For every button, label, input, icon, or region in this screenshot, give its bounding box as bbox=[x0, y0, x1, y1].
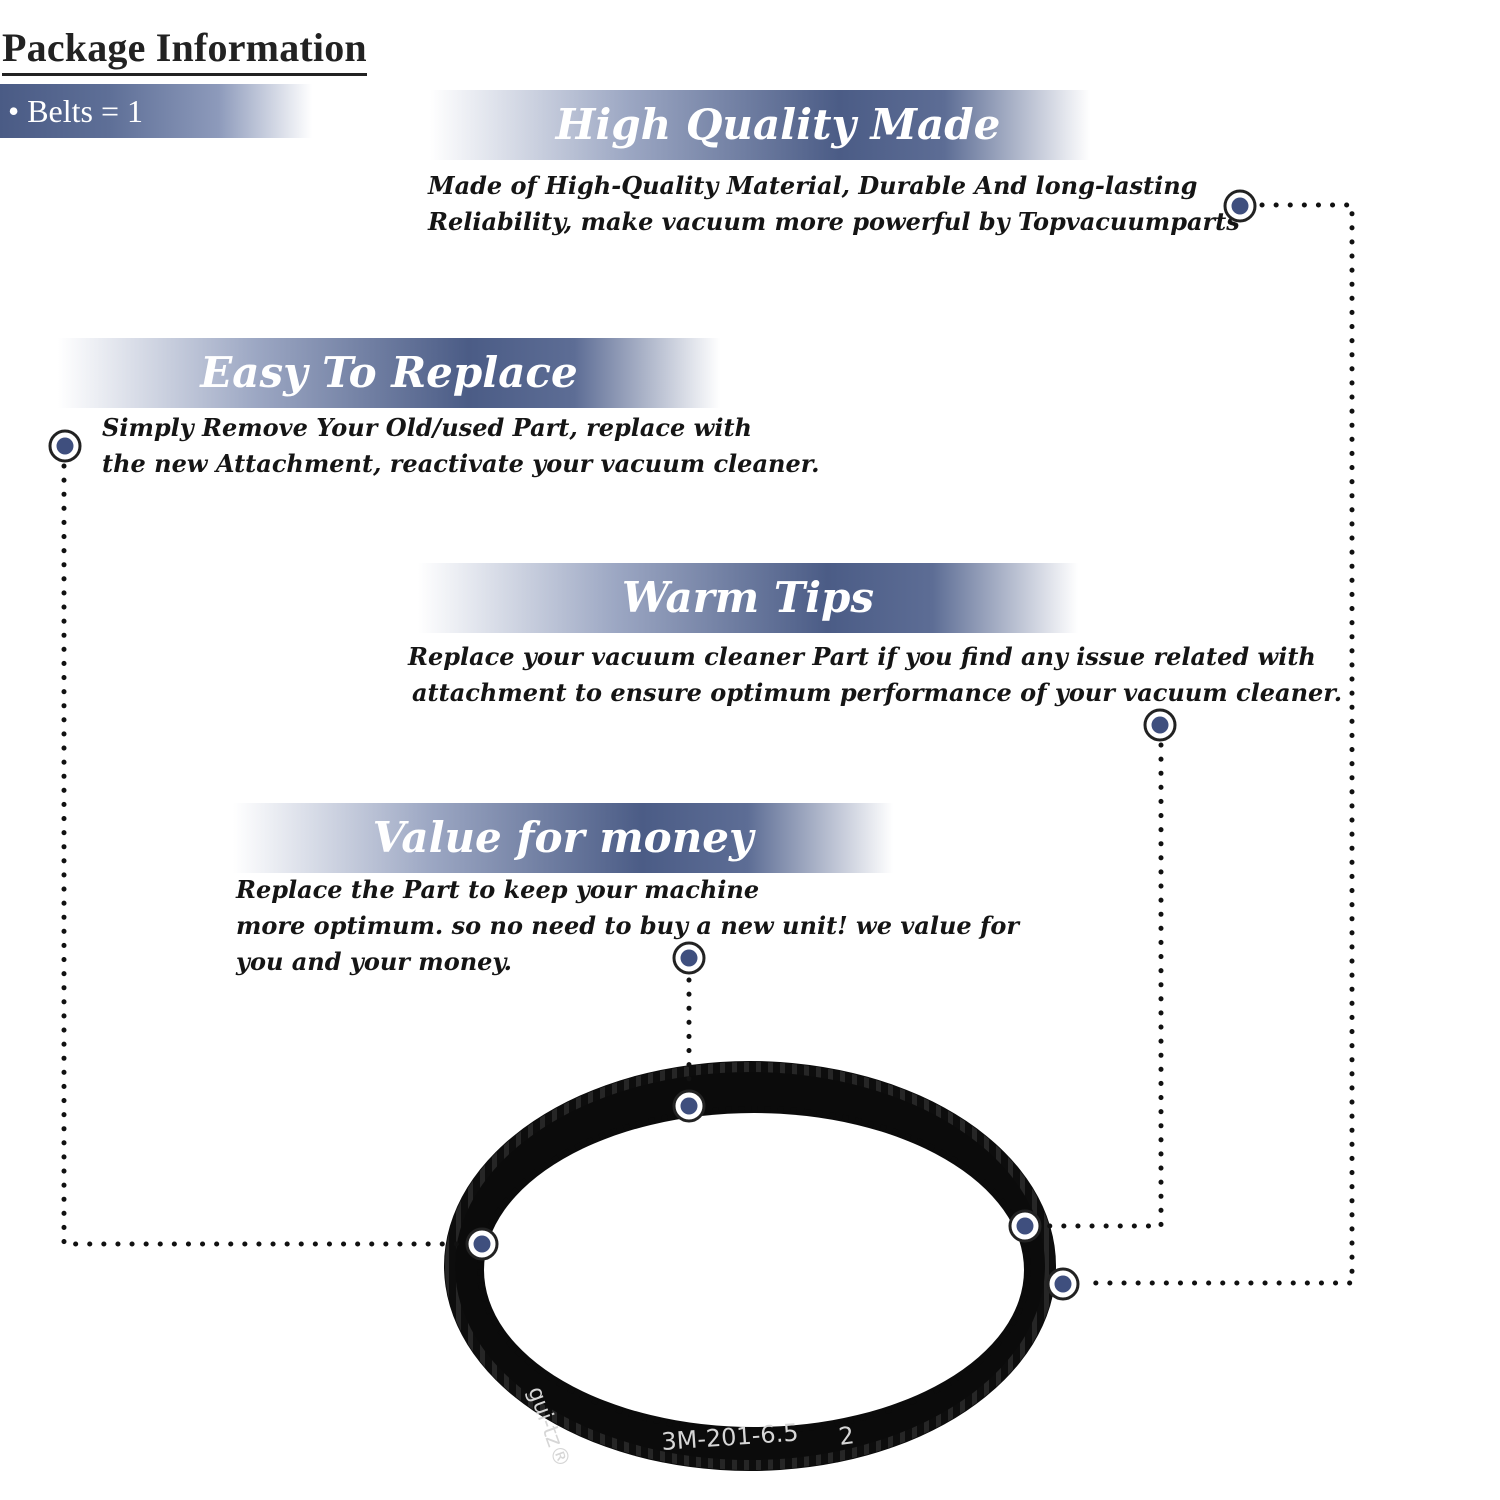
desc-easy-to-replace: Simply Remove Your Old/used Part, replac… bbox=[102, 410, 820, 482]
banner-title: High Quality Made bbox=[555, 100, 1001, 149]
marker-value-for-money bbox=[672, 941, 706, 975]
desc-line: Made of High-Quality Material, Durable A… bbox=[428, 171, 1198, 200]
banner-title: Warm Tips bbox=[621, 573, 875, 622]
marker-easy-to-replace bbox=[48, 429, 82, 463]
desc-value-for-money: Replace the Part to keep your machine mo… bbox=[236, 872, 1019, 980]
banner-easy-to-replace: Easy To Replace bbox=[58, 338, 720, 408]
marker-belt-top bbox=[672, 1089, 706, 1123]
desc-warm-tips: Replace your vacuum cleaner Part if you … bbox=[408, 639, 1342, 711]
connector-lines bbox=[61, 202, 1355, 1286]
banner-title: Easy To Replace bbox=[200, 348, 578, 397]
desc-line: attachment to ensure optimum performance… bbox=[412, 678, 1343, 707]
desc-line: you and your money. bbox=[236, 947, 512, 976]
marker-dots bbox=[48, 189, 1257, 1301]
desc-line: more optimum. so no need to buy a new un… bbox=[236, 911, 1019, 940]
banner-warm-tips: Warm Tips bbox=[418, 563, 1078, 633]
marker-warm-tips bbox=[1143, 708, 1177, 742]
banner-high-quality: High Quality Made bbox=[430, 90, 1090, 160]
banner-value-for-money: Value for money bbox=[233, 803, 893, 873]
package-contents-badge: • Belts = 1 bbox=[0, 84, 312, 138]
package-information-title: Package Information bbox=[2, 24, 367, 76]
desc-line: Reliability, make vacuum more powerful b… bbox=[428, 207, 1240, 236]
banner-title: Value for money bbox=[372, 813, 754, 862]
connector-easy-to-replace bbox=[61, 463, 461, 1247]
desc-line: the new Attachment, reactivate your vacu… bbox=[102, 449, 820, 478]
timing-belt-image: gui-tz® 3M-201-6.5 2 bbox=[0, 1061, 1500, 1500]
desc-high-quality: Made of High-Quality Material, Durable A… bbox=[428, 168, 1240, 240]
connector-warm-tips bbox=[1045, 742, 1164, 1229]
marker-high-quality bbox=[1223, 189, 1257, 223]
desc-line: Replace your vacuum cleaner Part if you … bbox=[408, 642, 1316, 671]
marker-belt-right-lower bbox=[1046, 1267, 1080, 1301]
desc-line: Simply Remove Your Old/used Part, replac… bbox=[102, 413, 752, 442]
desc-line: Replace the Part to keep your machine bbox=[236, 875, 760, 904]
marker-belt-left bbox=[465, 1227, 499, 1261]
marker-belt-right-upper bbox=[1008, 1209, 1042, 1243]
belt-mark-print: 2 bbox=[837, 1421, 856, 1451]
connector-high-quality bbox=[1083, 202, 1355, 1286]
